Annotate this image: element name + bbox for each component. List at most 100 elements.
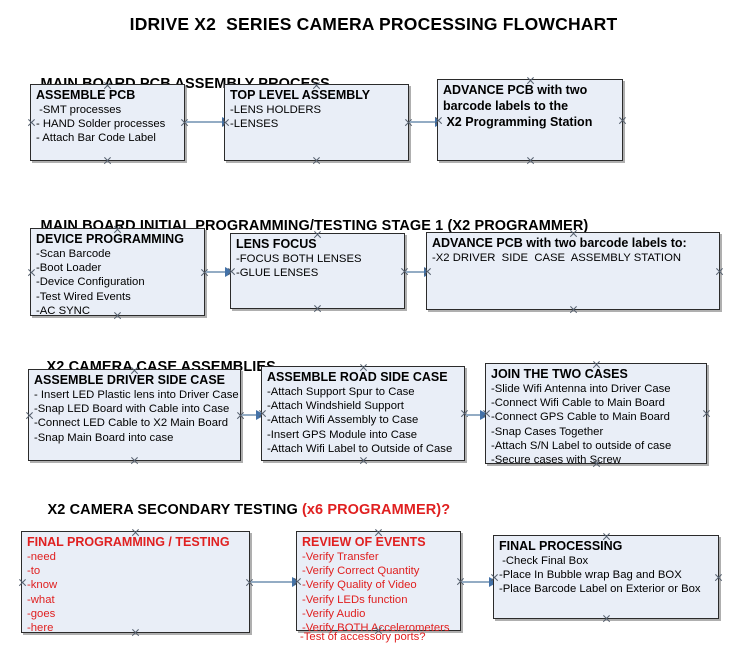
node-line: barcode labels to the bbox=[443, 99, 569, 113]
node-line: -Test Wired Events bbox=[36, 290, 131, 303]
section-heading-text: X2 CAMERA SECONDARY TESTING bbox=[47, 502, 302, 518]
node-line: -need bbox=[27, 551, 56, 563]
connection-handle-bottom[interactable] bbox=[526, 156, 535, 165]
node-title: ADVANCE PCB with two bbox=[443, 83, 588, 97]
connection-handle-right[interactable] bbox=[715, 267, 724, 276]
connection-handle-bottom[interactable] bbox=[312, 156, 321, 165]
node-assemble-road-side-case[interactable]: ASSEMBLE ROAD SIDE CASE -Attach Support … bbox=[261, 366, 465, 461]
node-line: -Verify Quality of Video bbox=[302, 579, 417, 592]
node-line: -Attach Windshield Support bbox=[267, 400, 404, 413]
node-line: -Snap Main Board into case bbox=[34, 431, 174, 444]
node-line: -Attach S/N Label to outside of case bbox=[491, 439, 672, 452]
node-body: ASSEMBLE PCB -SMT processes - HAND Solde… bbox=[31, 85, 184, 146]
node-body: REVIEW OF EVENTS -Verify Transfer -Verif… bbox=[297, 532, 460, 635]
node-title: ASSEMBLE ROAD SIDE CASE bbox=[267, 370, 448, 384]
node-line: -Check Final Box bbox=[499, 555, 589, 567]
section-heading-x2-camera-secondary-testing: X2 CAMERA SECONDARY TESTING (x6 PROGRAMM… bbox=[31, 486, 451, 534]
node-line: -Device Configuration bbox=[36, 276, 145, 289]
node-line: -Verify Correct Quantity bbox=[302, 565, 420, 578]
node-line: -Connect Wifi Cable to Main Board bbox=[491, 397, 665, 410]
node-body: TOP LEVEL ASSEMBLY -LENS HOLDERS -LENSES bbox=[225, 85, 408, 131]
node-advance-pcb-to-x2-programming-station[interactable]: ADVANCE PCB with two barcode labels to t… bbox=[437, 79, 623, 161]
arrow-final-programming-to-review-of-events bbox=[251, 581, 295, 583]
node-title: FINAL PROGRAMMING / TESTING bbox=[27, 535, 230, 549]
arrow-head-icon bbox=[480, 410, 489, 420]
node-line: -Scan Barcode bbox=[36, 248, 111, 260]
node-body: FINAL PROCESSING -Check Final Box -Place… bbox=[494, 536, 718, 597]
node-final-processing[interactable]: FINAL PROCESSING -Check Final Box -Place… bbox=[493, 535, 719, 619]
node-line: X2 Programming Station bbox=[443, 115, 593, 129]
node-title: REVIEW OF EVENTS bbox=[302, 535, 426, 549]
node-title: DEVICE PROGRAMMING bbox=[36, 232, 184, 246]
node-line: -Snap LED Board with Cable into Case bbox=[34, 403, 230, 416]
node-body: LENS FOCUS -FOCUS BOTH LENSES -GLUE LENS… bbox=[231, 234, 404, 280]
node-line: -SMT processes bbox=[36, 104, 122, 116]
node-lens-focus[interactable]: LENS FOCUS -FOCUS BOTH LENSES -GLUE LENS… bbox=[230, 233, 405, 309]
node-title: LENS FOCUS bbox=[236, 237, 317, 251]
node-title: ASSEMBLE DRIVER SIDE CASE bbox=[34, 373, 226, 387]
node-body: ASSEMBLE ROAD SIDE CASE -Attach Support … bbox=[262, 367, 464, 456]
page-title: IDRIVE X2 SERIES CAMERA PROCESSING FLOWC… bbox=[129, 14, 618, 34]
node-line: -Verify Audio bbox=[302, 607, 366, 620]
node-top-level-assembly[interactable]: TOP LEVEL ASSEMBLY -LENS HOLDERS -LENSES bbox=[224, 84, 409, 161]
arrow-lens-focus-to-advance-pcb bbox=[406, 271, 428, 273]
connection-handle-bottom[interactable] bbox=[602, 614, 611, 623]
arrow-head-icon bbox=[225, 267, 234, 277]
node-line: -AC SYNC bbox=[36, 304, 90, 317]
connection-handle-bottom[interactable] bbox=[130, 456, 139, 465]
node-advance-pcb-to-driver-side-case-station[interactable]: ADVANCE PCB with two barcode labels to: … bbox=[426, 232, 720, 310]
node-device-programming[interactable]: DEVICE PROGRAMMING -Scan Barcode -Boot L… bbox=[30, 228, 205, 318]
arrow-road-side-to-join-cases bbox=[466, 414, 484, 416]
arrow-top-level-assembly-to-advance-pcb bbox=[410, 121, 438, 123]
node-line: -Insert GPS Module into Case bbox=[267, 428, 418, 441]
node-line: -Verify LEDs function bbox=[302, 593, 408, 606]
node-line: -goes bbox=[27, 607, 56, 620]
node-line: -know bbox=[27, 579, 58, 592]
node-title: FINAL PROCESSING bbox=[499, 539, 623, 553]
node-line: - Insert LED Plastic lens into Driver Ca… bbox=[34, 389, 239, 401]
node-line: -Place In Bubble wrap Bag and BOX bbox=[499, 569, 682, 582]
connection-handle-bottom[interactable] bbox=[313, 304, 322, 313]
node-line: -what bbox=[27, 593, 55, 606]
arrow-review-of-events-to-final-processing bbox=[462, 581, 492, 583]
node-line: - HAND Solder processes bbox=[36, 118, 166, 131]
node-assemble-driver-side-case[interactable]: ASSEMBLE DRIVER SIDE CASE - Insert LED P… bbox=[28, 369, 241, 461]
node-line-overflow: -Test of accessory ports? bbox=[300, 631, 426, 643]
node-final-programming-testing[interactable]: FINAL PROGRAMMING / TESTING -need -to -k… bbox=[21, 531, 250, 635]
node-title: ADVANCE PCB with two barcode labels to: bbox=[432, 236, 687, 250]
node-title: TOP LEVEL ASSEMBLY bbox=[230, 88, 371, 102]
node-assemble-pcb[interactable]: ASSEMBLE PCB -SMT processes - HAND Solde… bbox=[30, 84, 185, 161]
node-line: -Slide Wifi Antenna into Driver Case bbox=[491, 383, 671, 395]
node-review-of-events[interactable]: REVIEW OF EVENTS -Verify Transfer -Verif… bbox=[296, 531, 461, 634]
node-body: FINAL PROGRAMMING / TESTING -need -to -k… bbox=[22, 532, 249, 635]
node-line: -GLUE LENSES bbox=[236, 267, 319, 280]
node-body: ADVANCE PCB with two barcode labels to: … bbox=[427, 233, 719, 265]
connection-handle-bottom[interactable] bbox=[359, 456, 368, 465]
arrow-head-icon bbox=[256, 410, 265, 420]
node-line: -FOCUS BOTH LENSES bbox=[236, 253, 362, 265]
node-line: -X2 DRIVER SIDE CASE ASSEMBLY STATION bbox=[432, 252, 682, 264]
node-line: -Verify Transfer bbox=[302, 551, 379, 563]
node-line: -Snap Cases Together bbox=[491, 425, 604, 438]
node-line: -to bbox=[27, 565, 41, 578]
node-line: -Connect LED Cable to X2 Main Board bbox=[34, 417, 229, 430]
node-line: -Attach Wifi Assembly to Case bbox=[267, 414, 419, 427]
node-body: JOIN THE TWO CASES -Slide Wifi Antenna i… bbox=[486, 364, 706, 467]
node-line: - Attach Bar Code Label bbox=[36, 132, 156, 145]
node-join-the-two-cases[interactable]: JOIN THE TWO CASES -Slide Wifi Antenna i… bbox=[485, 363, 707, 467]
connection-handle-bottom[interactable] bbox=[103, 156, 112, 165]
node-line: -LENSES bbox=[230, 118, 279, 131]
node-line: -Boot Loader bbox=[36, 262, 102, 275]
connection-handle-bottom[interactable] bbox=[569, 305, 578, 314]
arrow-device-programming-to-lens-focus bbox=[206, 271, 228, 273]
section-heading-accent: (x6 PROGRAMMER)? bbox=[301, 502, 451, 518]
node-body: ASSEMBLE DRIVER SIDE CASE - Insert LED P… bbox=[29, 370, 240, 445]
node-line: -here bbox=[27, 622, 54, 635]
node-body: ADVANCE PCB with two barcode labels to t… bbox=[438, 80, 622, 130]
node-line: -LENS HOLDERS bbox=[230, 104, 322, 116]
arrow-driver-side-to-road-side bbox=[242, 414, 260, 416]
node-body: DEVICE PROGRAMMING -Scan Barcode -Boot L… bbox=[31, 229, 204, 318]
node-line: -Secure cases with Screw bbox=[491, 454, 621, 467]
arrow-assemble-pcb-to-top-level-assembly bbox=[186, 121, 224, 123]
